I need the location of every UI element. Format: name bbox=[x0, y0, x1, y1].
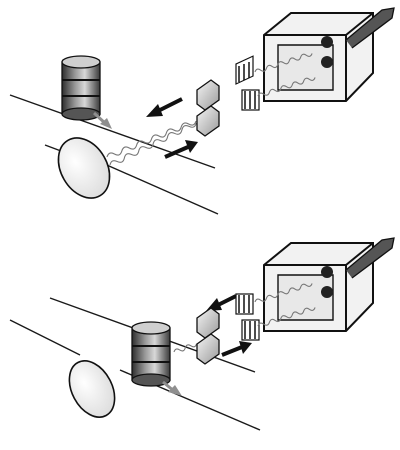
conveyor-line-top-3 bbox=[99, 161, 219, 215]
emitter-lens-bottom bbox=[196, 307, 220, 365]
product-can-icon bbox=[131, 321, 171, 387]
reflector-disc-icon bbox=[57, 137, 111, 199]
beam-wave-bottom bbox=[173, 343, 198, 353]
conveyor-motion-icon bbox=[92, 111, 112, 129]
panel-top bbox=[9, 7, 395, 215]
emitter-lens-top bbox=[196, 79, 220, 137]
panel-bottom bbox=[9, 237, 395, 431]
conveyor-motion-icon bbox=[162, 380, 182, 396]
photoelectric-sensor-icon bbox=[263, 237, 395, 332]
arrow-right-icon bbox=[164, 140, 198, 159]
internal-beam-bottom bbox=[254, 283, 316, 327]
conveyor-line-bottom-2 bbox=[9, 319, 81, 356]
arrow-left-icon bbox=[206, 294, 237, 311]
reflector-disc-icon bbox=[68, 360, 116, 418]
conveyor-line-top-1 bbox=[9, 94, 216, 169]
product-can-icon bbox=[61, 55, 101, 121]
arrow-right-icon bbox=[221, 341, 252, 357]
internal-beam-top bbox=[254, 53, 316, 97]
beam-wave-top bbox=[106, 120, 197, 166]
photoelectric-sensor-icon bbox=[263, 7, 395, 102]
filter-grid-bottom bbox=[235, 293, 260, 341]
arrow-left-icon bbox=[146, 97, 183, 117]
filter-grid-top bbox=[235, 55, 260, 111]
